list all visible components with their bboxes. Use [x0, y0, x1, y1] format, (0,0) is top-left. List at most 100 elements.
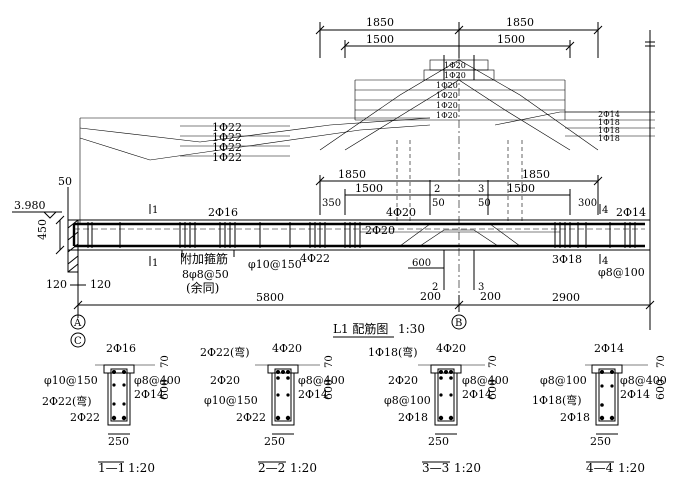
drawing-title-scale: 1:30	[398, 322, 425, 336]
bar-center-4: 1Φ20	[436, 91, 458, 100]
sec-1-bot: 1	[152, 258, 158, 269]
bar-center-5: 1Φ20	[436, 101, 458, 110]
drawing-title-text: L1 配筋图	[333, 321, 388, 336]
sec4-right-b: 2Φ14	[620, 388, 650, 401]
sec3-top-l: 1Φ18(弯)	[368, 345, 418, 359]
sec3-w: 250	[428, 435, 449, 448]
span-dimensions: 120 120 200 200 5800 2900 A C B	[46, 255, 655, 348]
sec2-right-a: φ8@400	[298, 374, 345, 387]
dim-120-b: 120	[90, 278, 111, 291]
sec1-left-b: 2Φ22(弯)	[42, 394, 92, 408]
bar-center-2: 1Φ20	[444, 71, 466, 80]
label-stirrup-right: φ8@100	[598, 266, 645, 279]
sec2-70: 70	[324, 355, 335, 368]
sec4-bottom: 2Φ18	[560, 411, 590, 424]
sec3-left-b: φ8@100	[384, 394, 431, 407]
bar-left-2: 1Φ22	[212, 131, 242, 144]
axis-c: C	[74, 336, 82, 347]
sec3-right-a: φ8@400	[462, 374, 509, 387]
dim-1850-left: 1850	[366, 16, 394, 29]
sec4-w: 250	[590, 435, 611, 448]
bar-left-4: 1Φ22	[212, 151, 242, 164]
sec3-top-r: 4Φ20	[436, 342, 466, 355]
sec1-id: 1—1	[98, 461, 125, 475]
sec4-top: 2Φ14	[594, 342, 624, 355]
dim-mid-1500-right: 1500	[507, 182, 535, 195]
sec1-h: 600	[158, 379, 171, 400]
dim-300: 300	[578, 198, 597, 209]
bar-right-1: 2Φ14	[598, 110, 620, 119]
sec-3-bot: 3	[478, 282, 484, 293]
label-extra-stirrup-note: (余同)	[186, 280, 219, 295]
sec2-bottom: 2Φ22	[236, 411, 266, 424]
top-dimensions: 1850 1850 1500 1500	[315, 16, 655, 330]
bar-left-1: 1Φ22	[212, 121, 242, 134]
bar-center-1: 1Φ20	[444, 61, 466, 70]
label-extra-stirrup: 附加箍筋	[180, 251, 228, 266]
dim-50-center-r: 50	[478, 198, 491, 209]
sec-4-top: 4	[602, 205, 608, 216]
label-top-right: 2Φ14	[616, 206, 646, 219]
sec1-bottom: 2Φ22	[70, 411, 100, 424]
beam-elevation: 3.980	[12, 199, 651, 295]
sec4-left-b: 1Φ18(弯)	[532, 393, 582, 407]
sec3-left-a: 2Φ20	[388, 374, 418, 387]
sec3-scale: 1:20	[454, 461, 481, 475]
axis-a: A	[73, 318, 82, 329]
sec2-w: 250	[264, 435, 285, 448]
dim-1500-right: 1500	[497, 33, 525, 46]
sec-2-top: 2	[434, 184, 440, 195]
sec1-right-a: φ8@400	[134, 374, 181, 387]
sec4-left-a: φ8@100	[540, 374, 587, 387]
label-extra-stirrup-spec: 8φ8@50	[182, 268, 229, 281]
dim-2900: 2900	[552, 291, 580, 304]
sec2-scale: 1:20	[290, 461, 317, 475]
sec2-left-a: 2Φ20	[210, 374, 240, 387]
sec3-right-b: 2Φ14	[462, 388, 492, 401]
sec3-h: 600	[486, 379, 499, 400]
label-bot-right: 3Φ18	[552, 253, 582, 266]
sec1-top: 2Φ16	[106, 342, 136, 355]
section-1-1: 2Φ16 φ10@150 2Φ22(弯) 2Φ22 φ8@400 2Φ14 60…	[42, 342, 181, 475]
label-mid-center: 2Φ20	[365, 224, 395, 237]
sec3-id: 3—3	[422, 461, 449, 475]
sec1-scale: 1:20	[128, 461, 155, 475]
mid-dimensions: 1850 1850 1500 1500 350 300 50 50 50 2 3	[58, 140, 603, 225]
section-2-2: 2Φ22(弯) 4Φ20 2Φ20 φ10@150 2Φ22 φ8@400 2Φ…	[200, 342, 345, 475]
dim-120-a: 120	[46, 278, 67, 291]
elevation-label: 3.980	[14, 199, 46, 212]
sec2-h: 600	[322, 379, 335, 400]
dim-350: 350	[322, 198, 341, 209]
right-bar-stack: 2Φ14 1Φ18 1Φ18 1Φ18	[494, 110, 655, 143]
bar-right-2: 1Φ18	[598, 118, 620, 127]
dim-50-center: 50	[432, 198, 445, 209]
sec1-w: 250	[108, 435, 129, 448]
sec1-70: 70	[160, 355, 171, 368]
dim-mid-1850-right: 1850	[522, 168, 550, 181]
section-3-3: 1Φ18(弯) 4Φ20 2Φ20 φ8@100 2Φ18 φ8@400 2Φ1…	[368, 342, 509, 475]
label-top-left: 2Φ16	[208, 206, 238, 219]
label-bot-left: 4Φ22	[300, 252, 330, 265]
label-stirrup-left: φ10@150	[248, 258, 302, 271]
stirrups-left	[87, 222, 361, 248]
bar-center-3: 1Φ20	[436, 81, 458, 90]
dim-50-left: 50	[58, 175, 72, 188]
sec2-id: 2—2	[258, 461, 285, 475]
dim-1500-left: 1500	[366, 33, 394, 46]
dim-200-a: 200	[420, 290, 441, 303]
dim-1850-right: 1850	[506, 16, 534, 29]
dim-450: 450	[36, 219, 49, 240]
sec4-scale: 1:20	[618, 461, 645, 475]
section-4-4: 2Φ14 φ8@100 1Φ18(弯) 2Φ18 φ8@400 2Φ14 600…	[532, 342, 667, 475]
dim-5800: 5800	[256, 291, 284, 304]
sec1-right-b: 2Φ14	[134, 388, 164, 401]
dim-200-b: 200	[480, 290, 501, 303]
bar-right-3: 1Φ18	[598, 126, 620, 135]
sec2-right-b: 2Φ14	[298, 388, 328, 401]
sec1-left-a: φ10@150	[44, 374, 98, 387]
drawing-title: L1 配筋图 1:30	[333, 321, 425, 338]
left-bar-stack: 1Φ22 1Φ22 1Φ22 1Φ22	[79, 117, 431, 225]
bar-left-3: 1Φ22	[212, 141, 242, 154]
label-top-center: 4Φ20	[386, 206, 416, 219]
